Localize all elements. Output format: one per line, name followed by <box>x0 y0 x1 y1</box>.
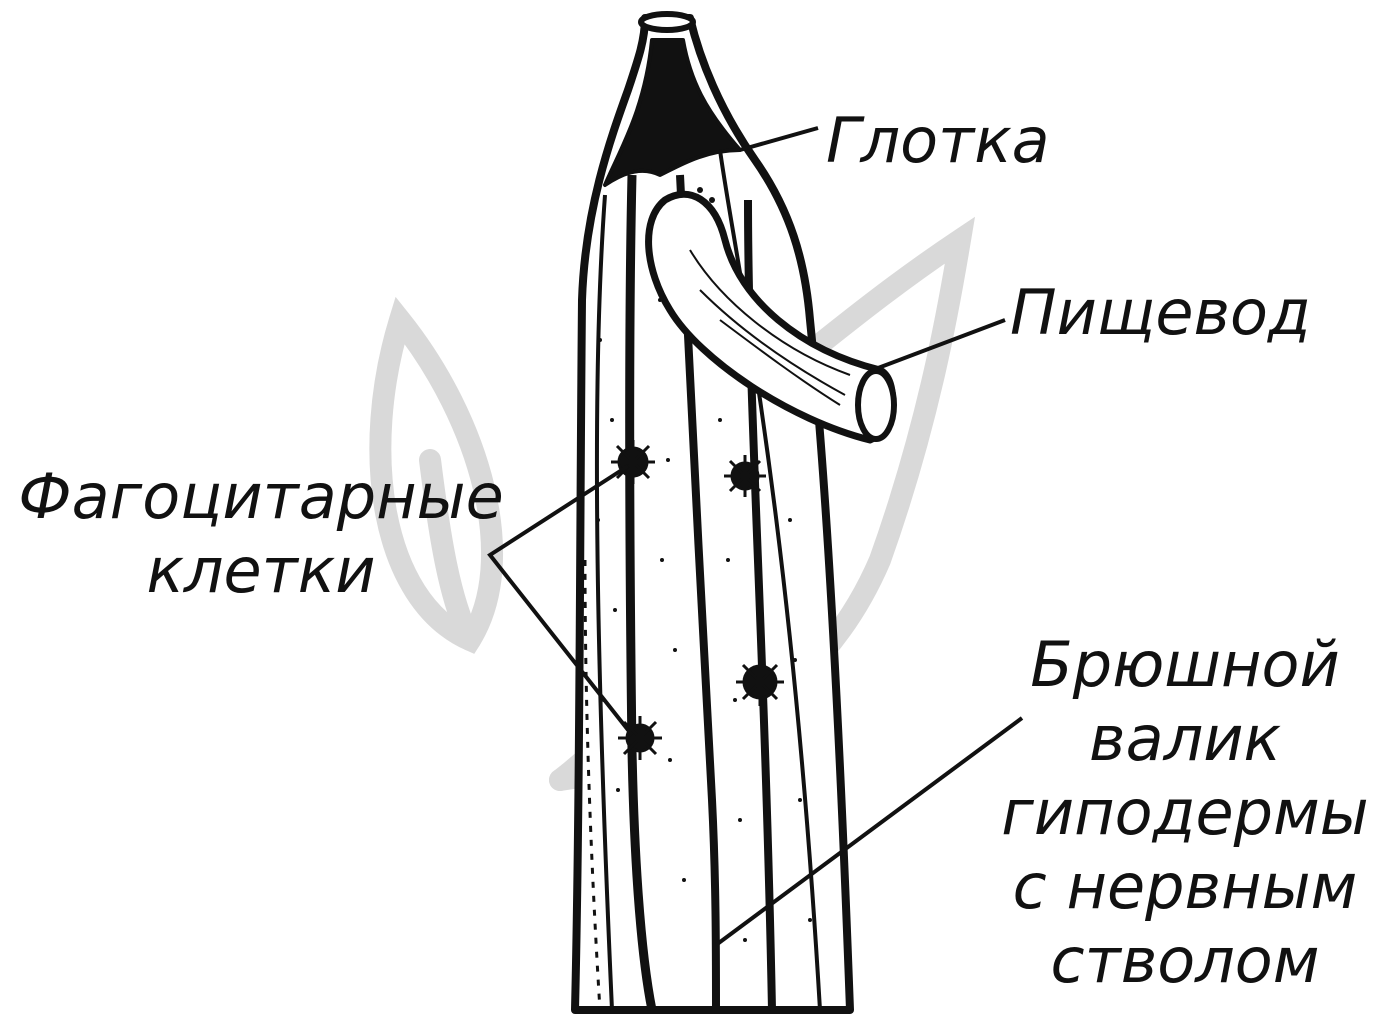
leader-esophagus <box>877 318 1006 370</box>
worm-body <box>571 11 897 1014</box>
label-ridge-line2: валик <box>1089 702 1281 775</box>
leader-ridge <box>714 716 1024 947</box>
leader-phagocytic <box>487 464 634 737</box>
label-ridge-line5: стволом <box>1050 924 1320 997</box>
label-ridge-line4: с нервным <box>1012 850 1358 923</box>
label-ventral-ridge: Брюшной валик гиподермы с нервным стволо… <box>985 628 1385 998</box>
label-phagocytic-line2: клетки <box>146 534 376 607</box>
phagocytic-cells <box>611 440 784 760</box>
leader-lines <box>487 126 1024 947</box>
leader-pharynx <box>739 126 819 152</box>
label-phagocytic-line1: Фагоцитарные <box>18 460 504 533</box>
label-ridge-line3: гиподермы <box>1001 776 1369 849</box>
label-pharynx: Глотка <box>826 104 1050 177</box>
label-esophagus: Пищевод <box>1010 276 1311 349</box>
label-ridge-line1: Брюшной <box>1030 628 1340 701</box>
label-phagocytic-cells: Фагоцитарные клетки <box>6 460 516 608</box>
